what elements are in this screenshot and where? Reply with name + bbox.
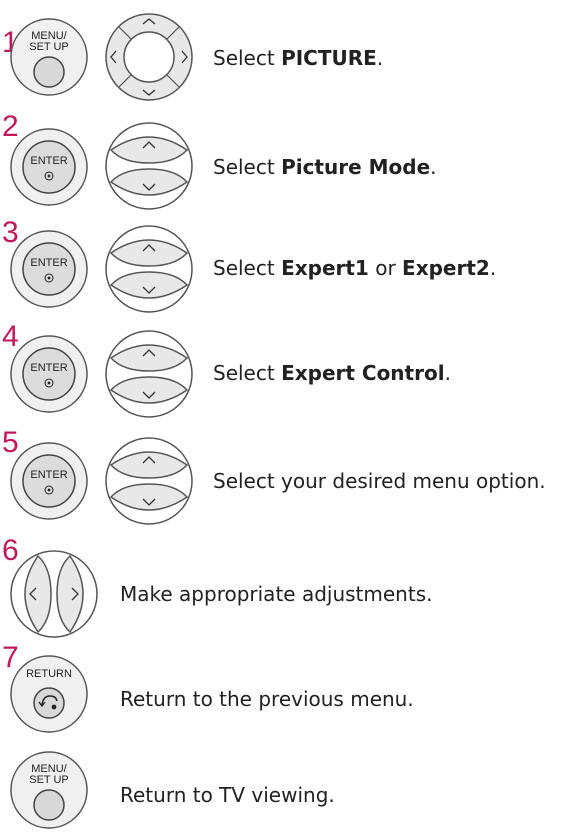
step-6: 6 Make appropriate adjustments. [0,534,588,648]
menu-label-line2: SET UP [29,41,69,53]
svg-text:ENTER: ENTER [30,469,67,481]
instruction-target-alt: Expert2 [402,256,490,280]
step-number: 7 [2,641,19,674]
menu-setup-button[interactable]: MENU/ SET UP [6,747,92,833]
step-3: 3 ENTER Select Expert1 or Expert2. [0,216,588,330]
instruction-target: Picture Mode [281,155,431,179]
enter-button[interactable]: ENTER [6,331,92,417]
step-7: 7 RETURN Return to the previous menu. [0,641,588,745]
svg-text:RETURN: RETURN [26,668,72,680]
up-down-buttons[interactable] [103,120,195,212]
step-5: 5 ENTER Select your desired menu option. [0,428,588,542]
enter-button[interactable]: ENTER [6,124,92,210]
instruction-target: PICTURE [281,46,377,70]
step-instruction: Select Expert1 or Expert2. [213,256,497,280]
up-down-buttons[interactable] [103,223,195,315]
svg-text:MENU/: MENU/ [31,763,67,775]
up-down-buttons[interactable] [103,435,195,527]
svg-text:ENTER: ENTER [30,362,67,374]
step-instruction: Select PICTURE. [213,46,384,70]
menu-label-line1: MENU/ [31,30,67,42]
return-button[interactable]: RETURN [6,651,92,737]
step-instruction: Select your desired menu option. [213,469,546,493]
svg-text:SET UP: SET UP [29,774,69,786]
step-instruction: Select Picture Mode. [213,155,437,179]
dpad-icon[interactable] [103,11,195,103]
step-number: 5 [2,426,19,459]
step-number: 2 [2,110,19,143]
svg-text:ENTER: ENTER [30,155,67,167]
step-instruction: Return to TV viewing. [120,783,335,807]
step-instruction: Select Expert Control. [213,361,451,385]
step-2: 2 ENTER Select Picture Mode. [0,110,588,220]
enter-button[interactable]: ENTER [6,438,92,524]
step-instruction: Make appropriate adjustments. [120,582,433,606]
step-1: 1 MENU/ SET UP Select PICTURE. [0,0,588,110]
step-4: 4 ENTER Select Expert Control. [0,320,588,435]
left-right-buttons[interactable] [8,548,100,640]
enter-button[interactable]: ENTER [6,226,92,312]
step-number: 6 [2,534,19,567]
step-number: 4 [2,320,19,353]
step-number: 3 [2,216,19,249]
svg-text:ENTER: ENTER [30,257,67,269]
menu-setup-button[interactable]: MENU/ SET UP [6,14,92,100]
instruction-target: Expert Control [281,361,445,385]
up-down-buttons[interactable] [103,328,195,420]
step-instruction: Return to the previous menu. [120,687,414,711]
step-final: MENU/ SET UP Return to TV viewing. [0,745,588,837]
instruction-target: Expert1 [281,256,369,280]
